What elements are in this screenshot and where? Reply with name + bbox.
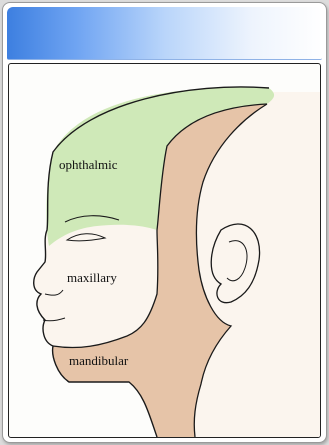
diagram-panel: ophthalmic maxillary mandibular: [8, 63, 321, 438]
maxillary-label: maxillary: [67, 270, 117, 286]
head-dermatome-diagram: [9, 64, 320, 437]
mandibular-label: mandibular: [69, 353, 128, 369]
ophthalmic-label: ophthalmic: [59, 157, 118, 173]
window-card: ophthalmic maxillary mandibular: [2, 2, 327, 443]
title-bar: [7, 7, 322, 60]
